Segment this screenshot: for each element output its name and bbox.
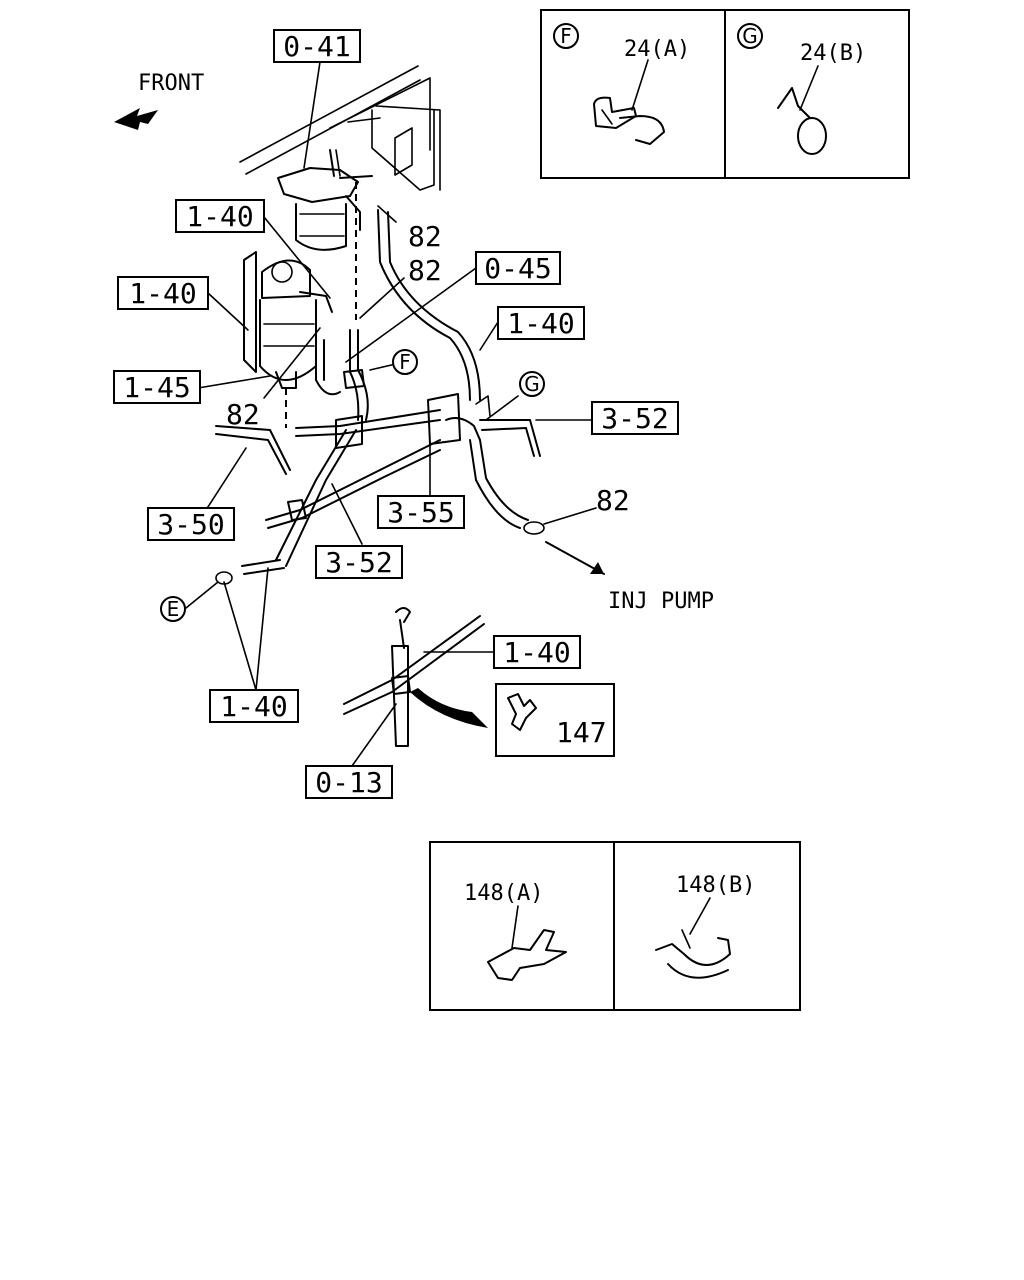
fuel-hoses [215, 182, 545, 585]
part-label-0-13: 0-13 [305, 765, 393, 799]
svg-text:1-45: 1-45 [123, 371, 190, 404]
svg-text:148(A): 148(A) [464, 881, 543, 906]
svg-text:1-40: 1-40 [220, 690, 287, 723]
part-label-1-40-bottom: 1-40 [209, 689, 299, 723]
part-label-0-45: 0-45 [475, 251, 561, 285]
frame-rail [239, 65, 441, 191]
part-label-3-50: 3-50 [147, 507, 235, 541]
part-label-3-52-upper: 3-52 [591, 401, 679, 435]
svg-text:1-40: 1-40 [129, 277, 196, 310]
detail-147: 147 [495, 683, 615, 757]
svg-text:147: 147 [556, 716, 607, 749]
svg-text:3-50: 3-50 [157, 508, 224, 541]
svg-text:0-45: 0-45 [484, 252, 551, 285]
part-label-3-52-lower: 3-52 [315, 545, 403, 579]
svg-text:24(B): 24(B) [800, 41, 866, 66]
detail-panel-fg: F 24(A) G 24(B) [540, 9, 910, 179]
svg-text:24(A): 24(A) [624, 37, 690, 62]
dipstick-assembly [343, 607, 488, 747]
part-label-1-40-right: 1-40 [497, 306, 585, 340]
svg-text:0-13: 0-13 [315, 766, 382, 799]
part-label-1-45: 1-45 [113, 370, 201, 404]
inj-pump-label: INJ PUMP [608, 589, 714, 614]
ref-82-d: 82 [596, 484, 630, 517]
svg-text:0-41: 0-41 [283, 30, 350, 63]
svg-text:G: G [524, 372, 540, 396]
svg-text:3-52: 3-52 [325, 546, 392, 579]
svg-text:E: E [167, 597, 180, 621]
ref-82-a: 82 [408, 220, 442, 253]
svg-text:G: G [742, 24, 758, 48]
svg-text:1-40: 1-40 [503, 636, 570, 669]
detail-panel-148: 148(A) 148(B) [429, 841, 801, 1011]
svg-text:F: F [399, 350, 411, 374]
front-arrow-icon [114, 108, 158, 130]
fuel-filter-upper [277, 149, 373, 251]
ref-82-b: 82 [408, 254, 442, 287]
part-label-3-55: 3-55 [377, 495, 465, 529]
front-label: FRONT [138, 71, 204, 96]
leader-lines [185, 61, 597, 767]
svg-text:1-40: 1-40 [186, 200, 253, 233]
part-label-1-40-left: 1-40 [117, 276, 209, 310]
svg-text:1-40: 1-40 [507, 307, 574, 340]
water-separator [243, 251, 333, 428]
callout-g: G [519, 371, 545, 397]
callout-f: F [392, 349, 418, 375]
part-label-0-41: 0-41 [273, 29, 361, 63]
svg-text:3-52: 3-52 [601, 402, 668, 435]
inj-pump-arrow-icon [590, 562, 604, 574]
svg-text:3-55: 3-55 [387, 496, 454, 529]
part-label-1-40-lower-right: 1-40 [493, 635, 581, 669]
ref-82-c: 82 [226, 398, 260, 431]
part-label-1-40-top: 1-40 [175, 199, 265, 233]
svg-text:148(B): 148(B) [676, 873, 755, 898]
callout-e: E [160, 596, 186, 622]
svg-text:F: F [560, 24, 572, 48]
